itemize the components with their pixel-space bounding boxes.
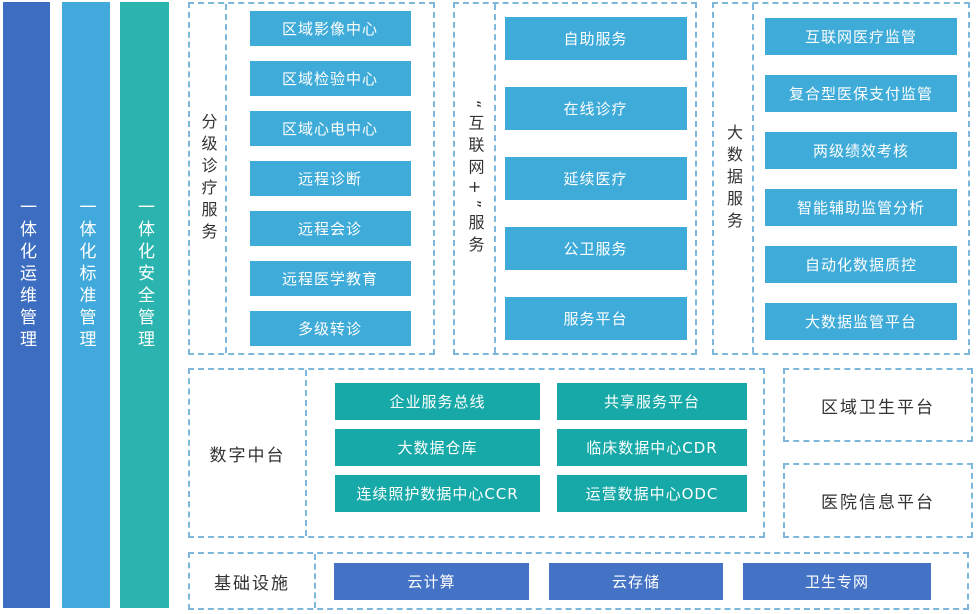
service-item: 区域影像中心 <box>249 11 411 46</box>
section-items: 互联网医疗监管 复合型医保支付监管 两级绩效考核 智能辅助监管分析 自动化数据质… <box>754 4 968 353</box>
box-label: 区域卫生平台 <box>821 397 935 418</box>
section-items: 区域影像中心 区域检验中心 区域心电中心 远程诊断 远程会诊 远程医学教育 多级… <box>227 4 433 353</box>
pillar-label: 一体化标准管理 <box>75 198 96 352</box>
section-label-zone: 数字中台 <box>190 370 307 536</box>
service-item: 大数据监管平台 <box>765 302 957 340</box>
section-internet-plus-services: “互联网+”服务 自助服务 在线诊疗 延续医疗 公卫服务 服务平台 <box>453 2 697 355</box>
service-item: 智能辅助监管分析 <box>765 188 957 226</box>
service-item: 区域心电中心 <box>249 111 411 146</box>
platform-item: 企业服务总线 <box>335 383 540 420</box>
service-item: 区域检验中心 <box>249 61 411 96</box>
platform-item: 大数据仓库 <box>335 429 540 466</box>
section-items: 自助服务 在线诊疗 延续医疗 公卫服务 服务平台 <box>496 4 695 353</box>
section-items: 云计算 云存储 卫生专网 <box>316 554 967 608</box>
box-label: 医院信息平台 <box>821 493 935 513</box>
section-label: 大数据服务 <box>724 123 743 234</box>
pillar-standard-management: 一体化标准管理 <box>62 2 110 608</box>
section-label-zone: 基础设施 <box>190 554 316 608</box>
section-label-zone: “互联网+”服务 <box>455 4 496 353</box>
service-item: 服务平台 <box>504 297 687 340</box>
box-regional-health-platform: 区域卫生平台 <box>783 368 973 442</box>
service-item: 公卫服务 <box>504 227 687 270</box>
platform-item: 临床数据中心CDR <box>557 429 747 466</box>
pillar-security-management: 一体化安全管理 <box>120 2 169 608</box>
section-label: 分级诊疗服务 <box>198 112 218 245</box>
section-label-zone: 大数据服务 <box>714 4 754 353</box>
section-bigdata-services: 大数据服务 互联网医疗监管 复合型医保支付监管 两级绩效考核 智能辅助监管分析 … <box>712 2 970 355</box>
box-hospital-info-platform: 医院信息平台 <box>783 463 973 538</box>
pillar-label: 一体化运维管理 <box>16 198 36 352</box>
service-item: 延续医疗 <box>504 157 687 200</box>
section-label: 基础设施 <box>214 573 290 594</box>
platform-item: 共享服务平台 <box>557 383 747 420</box>
service-item: 自助服务 <box>504 17 687 60</box>
service-item: 复合型医保支付监管 <box>765 74 957 112</box>
infra-item: 卫生专网 <box>743 562 931 600</box>
section-infrastructure: 基础设施 云计算 云存储 卫生专网 <box>188 552 969 610</box>
section-items: 企业服务总线 共享服务平台 大数据仓库 临床数据中心CDR 连续照护数据中心CC… <box>307 370 763 536</box>
section-digital-middle-platform: 数字中台 企业服务总线 共享服务平台 大数据仓库 临床数据中心CDR 连续照护数… <box>188 368 765 538</box>
service-item: 自动化数据质控 <box>765 245 957 283</box>
pillar-ops-management: 一体化运维管理 <box>3 2 50 608</box>
service-item: 远程医学教育 <box>249 261 411 296</box>
section-label: “互联网+”服务 <box>465 99 485 258</box>
service-item: 互联网医疗监管 <box>765 17 957 55</box>
service-item: 多级转诊 <box>249 311 411 346</box>
section-tiered-diagnosis-services: 分级诊疗服务 区域影像中心 区域检验中心 区域心电中心 远程诊断 远程会诊 远程… <box>188 2 435 355</box>
service-item: 远程诊断 <box>249 161 411 196</box>
service-item: 远程会诊 <box>249 211 411 246</box>
section-label: 数字中台 <box>209 445 286 466</box>
infra-item: 云计算 <box>334 562 529 600</box>
platform-item: 运营数据中心ODC <box>557 475 747 512</box>
platform-item: 连续照护数据中心CCR <box>335 475 540 512</box>
service-item: 两级绩效考核 <box>765 131 957 169</box>
pillar-label: 一体化安全管理 <box>134 198 154 352</box>
service-item: 在线诊疗 <box>504 87 687 130</box>
section-label-zone: 分级诊疗服务 <box>190 4 227 353</box>
infra-item: 云存储 <box>549 562 723 600</box>
